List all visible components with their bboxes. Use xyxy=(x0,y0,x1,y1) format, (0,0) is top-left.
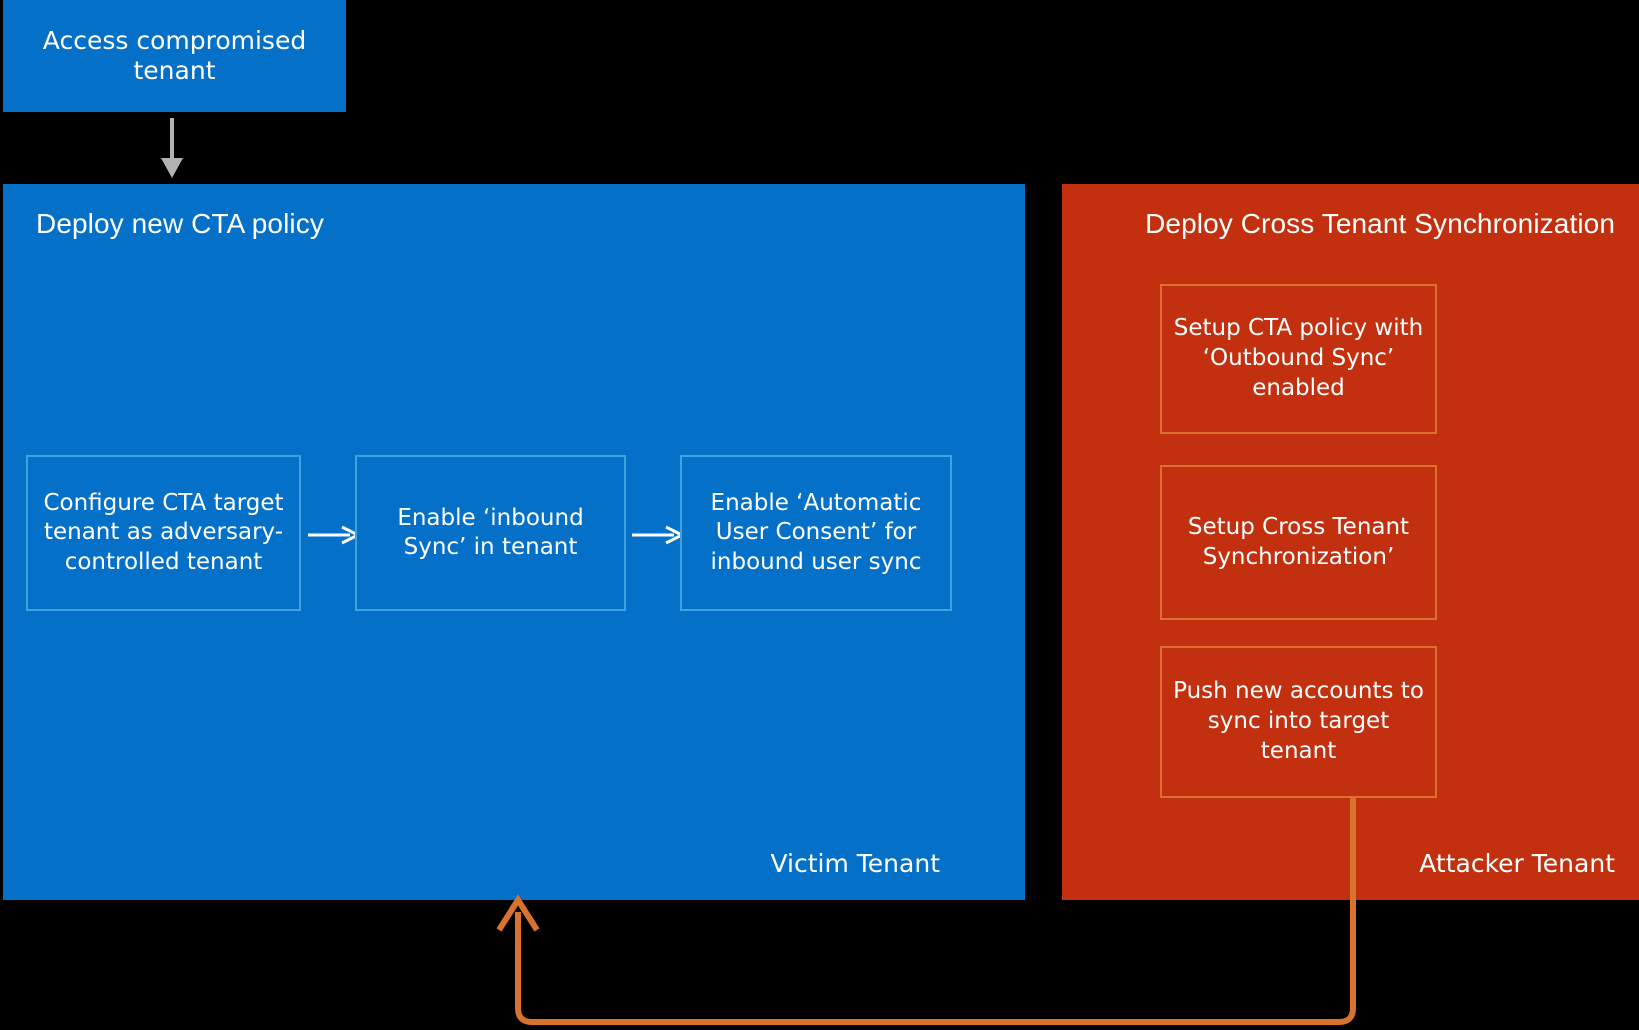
victim-step-1-to-2-arrow-icon xyxy=(308,525,360,545)
attacker-step-setup-cross-tenant-synchronization: Setup Cross Tenant Synchronization’ xyxy=(1160,465,1437,620)
victim-tenant-panel: Deploy new CTA policy Configure CTA targ… xyxy=(3,184,1025,900)
entry-to-victim-arrow-icon xyxy=(161,118,183,178)
victim-panel-title: Deploy new CTA policy xyxy=(36,208,324,239)
attacker-tenant-panel: Deploy Cross Tenant Synchronization Setu… xyxy=(1062,184,1639,900)
attacker-step-push-new-accounts: Push new accounts to sync into target te… xyxy=(1160,646,1437,798)
victim-step-enable-automatic-user-consent: Enable ‘Automatic User Consent’ for inbo… xyxy=(680,455,952,611)
attacker-step-setup-cta-policy-outbound-sync: Setup CTA policy with ‘Outbound Sync’ en… xyxy=(1160,284,1437,434)
entry-box-access-compromised-tenant: Access compromised tenant xyxy=(3,0,346,112)
victim-step-2-to-3-arrow-icon xyxy=(632,525,684,545)
attacker-panel-title: Deploy Cross Tenant Synchronization xyxy=(1145,208,1615,239)
victim-tenant-label: Victim Tenant xyxy=(770,849,940,878)
victim-step-enable-inbound-sync: Enable ‘inbound Sync’ in tenant xyxy=(355,455,626,611)
attacker-tenant-label: Attacker Tenant xyxy=(1419,849,1615,878)
victim-step-configure-cta-target-tenant: Configure CTA target tenant as adversary… xyxy=(26,455,301,611)
